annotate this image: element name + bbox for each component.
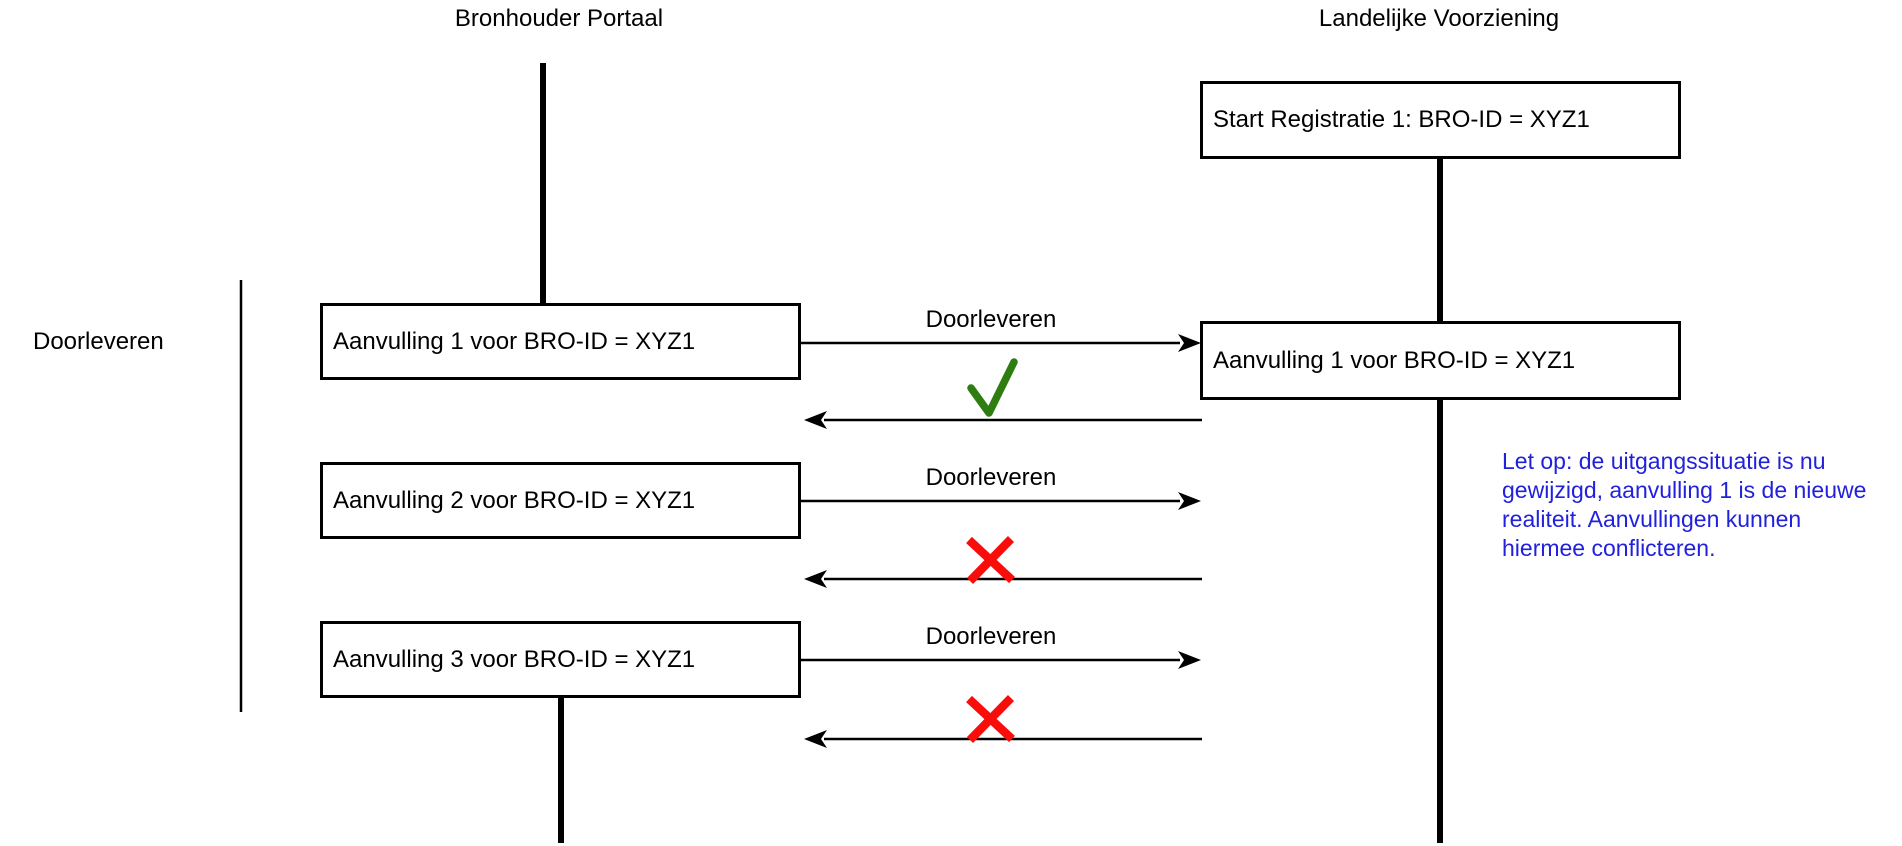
return-arrow-2-head <box>804 570 827 588</box>
check-icon <box>967 358 1018 417</box>
return-arrow-3-head <box>804 730 827 748</box>
warning-note-line: Let op: de uitgangssituatie is nu <box>1502 448 1826 474</box>
cross-icon <box>966 536 1015 584</box>
doorleveren-arrow-2-head <box>1178 492 1201 510</box>
section-label-doorleveren: Doorleveren <box>33 328 164 355</box>
actor-title-landelijke-voorziening: Landelijke Voorziening <box>1318 5 1560 32</box>
arrow-label-doorleveren-1: Doorleveren <box>925 306 1057 333</box>
warning-note: Let op: de uitgangssituatie is nu gewijz… <box>1502 447 1902 563</box>
aanvulling-1-right-box: Aanvulling 1 voor BRO-ID = XYZ1 <box>1200 321 1681 400</box>
arrow-label-doorleveren-3: Doorleveren <box>925 623 1057 650</box>
aanvulling-1-left-box: Aanvulling 1 voor BRO-ID = XYZ1 <box>320 303 801 380</box>
aanvulling-2-left-box: Aanvulling 2 voor BRO-ID = XYZ1 <box>320 462 801 539</box>
warning-note-line: gewijzigd, aanvulling 1 is de nieuwe <box>1502 477 1867 503</box>
doorleveren-arrow-3-head <box>1178 651 1201 669</box>
start-registratie-box: Start Registratie 1: BRO-ID = XYZ1 <box>1200 81 1681 159</box>
warning-note-line: hiermee conflicteren. <box>1502 535 1716 561</box>
doorleveren-arrow-1-head <box>1178 334 1201 352</box>
cross-icon <box>966 695 1015 743</box>
arrow-label-doorleveren-2: Doorleveren <box>925 464 1057 491</box>
aanvulling-3-left-box: Aanvulling 3 voor BRO-ID = XYZ1 <box>320 621 801 698</box>
actor-title-bronhouder-portaal: Bronhouder Portaal <box>454 5 664 32</box>
return-arrow-1-head <box>804 411 827 429</box>
warning-note-line: realiteit. Aanvullingen kunnen <box>1502 506 1802 532</box>
